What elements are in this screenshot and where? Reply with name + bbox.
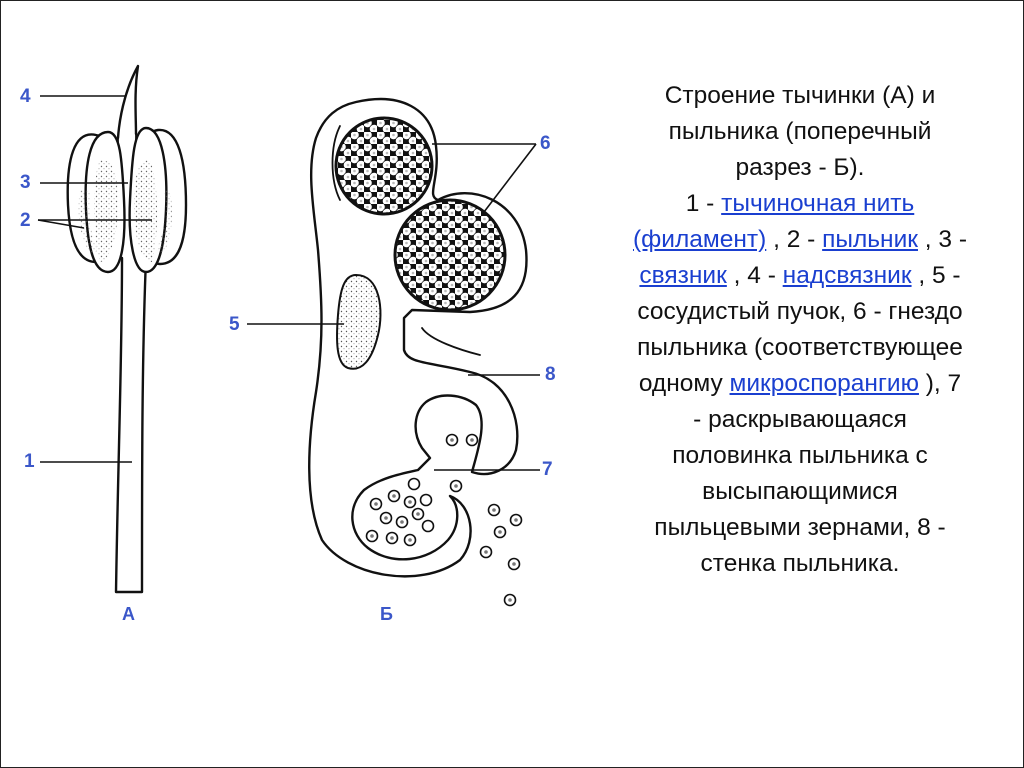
label-4: 4 [20, 86, 31, 107]
filament [114, 256, 148, 594]
link-connective[interactable]: связник [639, 262, 727, 289]
caption-title-2: пыльника (поперечный [668, 118, 932, 145]
locule-upper [334, 116, 434, 216]
caption-line-1: 1 - тычиночная нить [585, 186, 1015, 222]
link-microsporangium[interactable]: микроспорангию [729, 370, 919, 397]
caption-sep-4: , 4 - [726, 262, 783, 289]
caption-line-10: пыльцевыми зернами, 8 - [654, 514, 946, 541]
caption-line-2: (филамент) , 2 - пыльник , 3 - [585, 222, 1015, 258]
anther-wall [331, 125, 481, 356]
label-7: 7 [542, 459, 553, 480]
leader-lines-a [37, 95, 152, 463]
panel-label-b: Б [380, 604, 393, 624]
vascular-bundle [336, 273, 382, 370]
pollen-grains [365, 433, 523, 607]
caption-line-5: пыльника (соответствующее [637, 334, 963, 361]
caption-line-9: высыпающимися [702, 478, 898, 505]
caption-sep-7: ), 7 [918, 370, 962, 397]
caption-prefix-1: 1 - [685, 190, 722, 217]
locule-lower [393, 198, 507, 312]
label-6: 6 [540, 133, 551, 154]
caption-line-3: связник , 4 - надсвязник , 5 - [585, 258, 1015, 294]
caption-sep-5: , 5 - [911, 262, 961, 289]
pollen-grain-dots [370, 438, 518, 602]
caption-line-4: сосудистый пучок, 6 - гнездо [637, 298, 963, 325]
link-filament-paren[interactable]: (филамент) [632, 226, 767, 253]
leader-lines-b [247, 143, 540, 471]
caption-line-8: половинка пыльника с [672, 442, 928, 469]
link-supraconnective[interactable]: надсвязник [782, 262, 912, 289]
caption-one-prefix: одному [638, 370, 730, 397]
caption-line-6: одному микроспорангию ), 7 [585, 366, 1015, 402]
link-filament[interactable]: тычиночная нить [721, 190, 915, 217]
anther-section-b [308, 97, 528, 578]
label-8: 8 [545, 364, 556, 385]
anther-stipple [78, 160, 172, 262]
caption-line-7: - раскрывающаяся [693, 406, 907, 433]
label-3: 3 [20, 172, 31, 193]
caption-line-11: стенка пыльника. [700, 550, 900, 577]
caption: Строение тычинки (А) и пыльника (попереч… [585, 78, 1015, 582]
stamen-a [66, 64, 188, 594]
label-1: 1 [24, 451, 35, 472]
caption-title-3: разрез - Б). [735, 154, 865, 181]
anther-outline [308, 97, 528, 578]
label-2: 2 [20, 210, 31, 231]
link-anther[interactable]: пыльник [822, 226, 918, 253]
caption-sep-3: , 3 - [918, 226, 968, 253]
label-5: 5 [229, 314, 240, 335]
supraconnective-tip [116, 64, 140, 140]
caption-title-1: Строение тычинки (А) и [664, 82, 936, 109]
caption-sep-2: , 2 - [766, 226, 823, 253]
panel-label-a: А [122, 604, 135, 624]
